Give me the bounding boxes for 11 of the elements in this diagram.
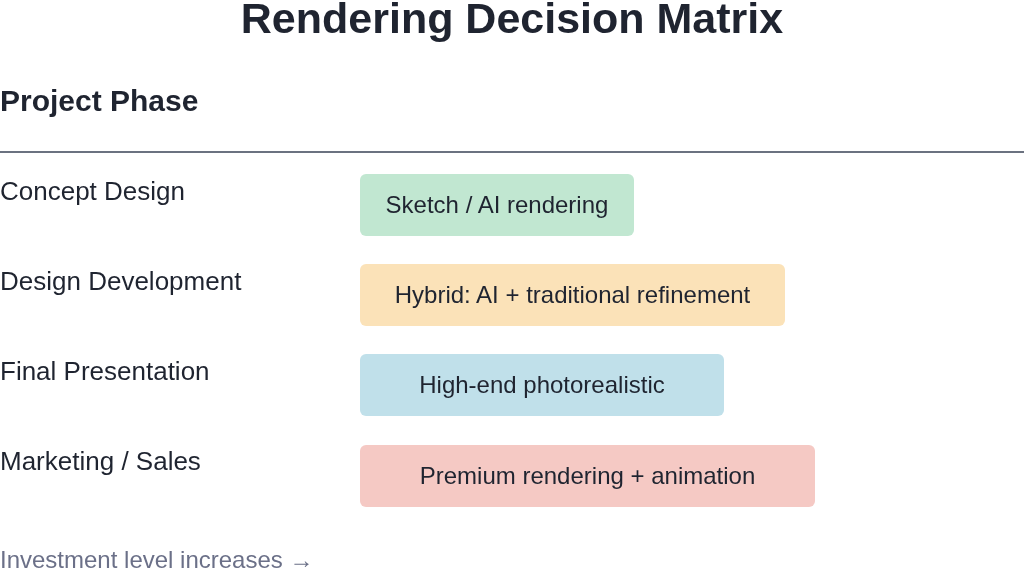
phase-label: Design Development (0, 266, 242, 297)
phase-label: Concept Design (0, 176, 185, 207)
recommendation-box: Sketch / AI rendering (360, 174, 634, 236)
axis-note: Investment level increases → (0, 546, 314, 571)
column-heading: Project Phase (0, 84, 199, 118)
recommendation-box: Premium rendering + animation (360, 445, 815, 507)
title: Rendering Decision Matrix (239, 0, 785, 43)
recommendation-box: Hybrid: AI + traditional refinement (360, 264, 785, 326)
phase-label: Marketing / Sales (0, 446, 201, 477)
phase-label: Final Presentation (0, 356, 210, 387)
recommendation-box: High-end photorealistic (360, 354, 724, 416)
